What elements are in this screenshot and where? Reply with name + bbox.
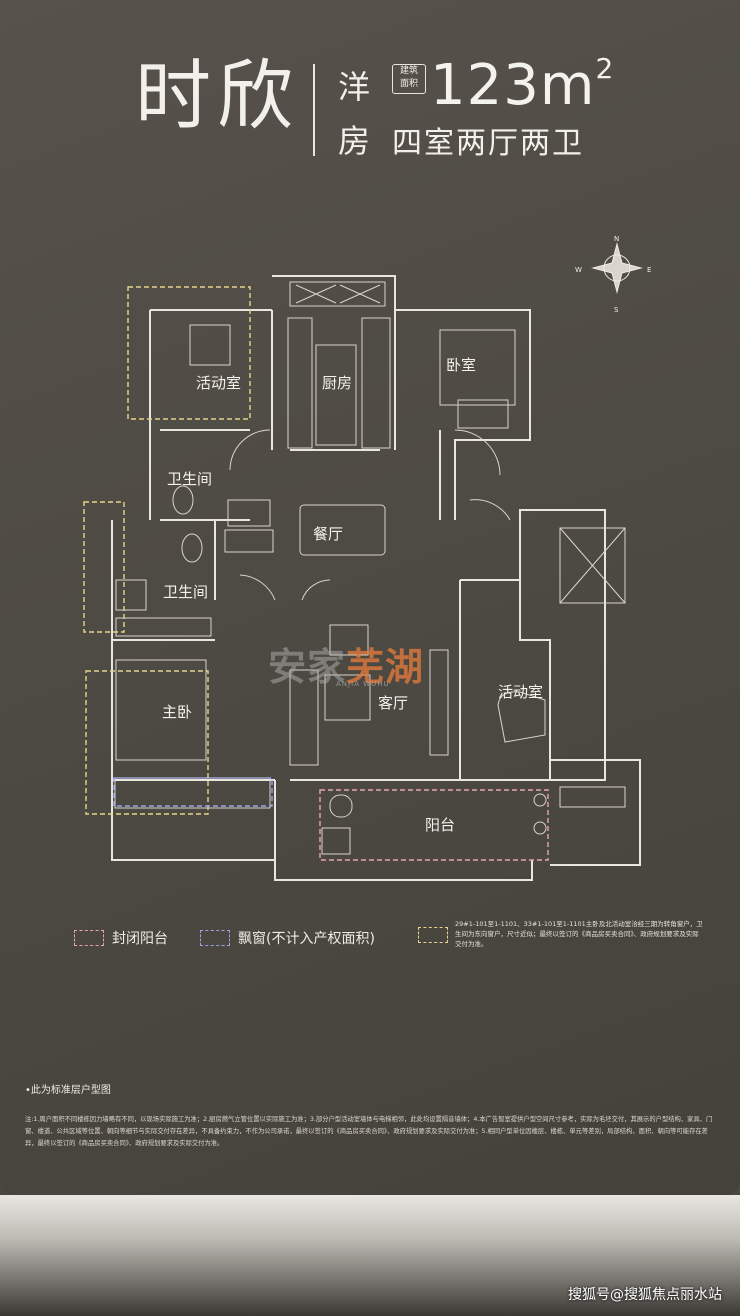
shower-2 — [115, 617, 212, 637]
kitchen-counter-left — [287, 317, 313, 449]
balcony-walls — [274, 779, 550, 860]
room-activity-right: 活动室 — [498, 683, 543, 701]
room-balcony: 阳台 — [425, 816, 455, 834]
armchair — [329, 624, 369, 656]
compass-s: S — [614, 306, 619, 314]
legend-bay-window: 飘窗(不计入产权面积) — [200, 928, 375, 948]
bath-walls — [160, 429, 250, 600]
kitchen-counter-right — [361, 317, 391, 449]
coffee-table — [324, 674, 371, 721]
kitchen-walls — [271, 310, 396, 451]
zone-master — [85, 670, 209, 815]
watermark-sub: ANJIA WUHU — [336, 680, 390, 688]
type-char-2: 房 — [338, 122, 371, 160]
zone-enclosed-balcony — [319, 789, 549, 861]
room-activity-top: 活动室 — [196, 374, 241, 392]
basin-2 — [115, 579, 147, 611]
bedroom-bed — [439, 329, 516, 406]
table-surface — [0, 1195, 740, 1316]
legend-corner-window — [418, 927, 456, 943]
plant-1 — [533, 793, 547, 807]
desk — [189, 324, 231, 366]
kitchen-window-box — [289, 281, 386, 307]
legend-enclosed-balcony: 封闭阳台 — [74, 928, 168, 948]
plant-2 — [533, 821, 547, 835]
compass-w: W — [575, 266, 582, 274]
toilet-1 — [172, 485, 194, 515]
legend-note: 29#1-101至1-1101、33#1-101至1-1101主卧及北活动室洽经… — [455, 920, 703, 948]
disclaimer: 注:1.周户面积不同楼栋因力墙略有不同，以现场实际施工为准；2.厨房燃气立管位置… — [25, 1116, 713, 1147]
zone-bay-window — [113, 777, 273, 807]
window-x — [295, 284, 381, 304]
elevator-x — [559, 527, 626, 604]
elevator-shaft — [559, 527, 626, 604]
bedroom-wardrobe — [457, 399, 509, 429]
door-swings — [229, 429, 511, 601]
room-kitchen: 厨房 — [322, 374, 352, 392]
utility-sink — [321, 827, 351, 855]
elevator-core — [519, 509, 606, 781]
unit-layout: 四室两厅两卫 — [392, 126, 584, 161]
project-name: 时欣 — [135, 51, 299, 140]
compass-icon: N S E W — [575, 235, 651, 314]
sofa — [289, 669, 319, 766]
legend-swatch-blue — [200, 930, 230, 946]
piano — [497, 691, 546, 743]
room-bedroom: 卧室 — [446, 356, 476, 374]
room-dining: 餐厅 — [313, 525, 343, 543]
watermark-a: 安家 — [268, 645, 347, 689]
legend-swatch-yellow — [418, 927, 448, 943]
source-credit: 搜狐号@搜狐焦点丽水站 — [568, 1287, 722, 1303]
compass-n: N — [614, 235, 619, 243]
legend-label-2: 飘窗(不计入产权面积) — [238, 931, 375, 947]
room-bath-1: 卫生间 — [167, 470, 212, 488]
compass-e: E — [647, 266, 651, 274]
kitchen-cabinet — [315, 344, 357, 446]
standard-floor-note: •此为标准层户型图 — [25, 1085, 111, 1096]
area-value: 123m — [430, 53, 596, 118]
zone-bath-window — [83, 501, 125, 633]
room-master: 主卧 — [162, 703, 192, 721]
legend-swatch-pink — [74, 930, 104, 946]
wall-bottom — [111, 520, 533, 881]
master-bay — [114, 777, 271, 809]
room-bath-2: 卫生间 — [163, 583, 208, 601]
toilet-2 — [181, 533, 203, 563]
tv-cabinet — [429, 649, 449, 756]
floorplan-board — [0, 0, 740, 1195]
zone-activity-top — [127, 286, 251, 420]
master-bed — [115, 659, 207, 761]
title-divider — [313, 64, 315, 156]
wall-top — [149, 275, 531, 520]
room-living: 客厅 — [378, 694, 408, 712]
washer — [329, 794, 353, 818]
watermark-b: 芜湖 — [346, 645, 425, 689]
wall-right-stair — [550, 759, 641, 866]
type-char-1: 洋 — [338, 68, 371, 106]
area-unit: 2 — [595, 52, 615, 86]
area-badge: 建筑 面积 — [392, 64, 426, 94]
ac-unit — [559, 786, 626, 808]
dining-table — [299, 504, 386, 556]
area-badge-line2: 面积 — [399, 79, 418, 89]
area-badge-line1: 建筑 — [399, 66, 418, 76]
basin-1 — [227, 499, 271, 527]
shower-1 — [224, 529, 274, 553]
living-walls — [290, 430, 520, 781]
legend-label-1: 封闭阳台 — [112, 931, 168, 947]
floor-area: 123m2 — [430, 55, 614, 114]
watermark: 安家芜湖 — [268, 636, 424, 691]
master-walls — [112, 639, 275, 781]
